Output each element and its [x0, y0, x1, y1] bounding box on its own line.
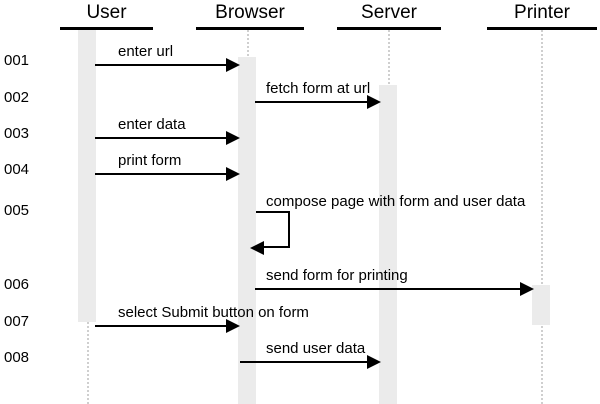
lifeline-underline-user	[60, 27, 153, 30]
selfcall-arrow-head-005	[250, 241, 264, 255]
lifeline-label-user: User	[86, 2, 127, 23]
message-arrow-shaft-008	[240, 361, 367, 363]
activation-bar-printer	[532, 285, 550, 325]
step-number-003: 003	[4, 125, 30, 142]
message-arrow-head-006	[520, 282, 534, 296]
lifeline-label-printer: Printer	[514, 2, 570, 23]
selfcall-arrow-bottom-005	[264, 246, 290, 248]
selfcall-arrow-top-005	[256, 211, 290, 213]
step-number-002: 002	[4, 89, 30, 106]
step-number-004: 004	[4, 161, 30, 178]
lifeline-underline-printer	[487, 27, 597, 30]
message-arrow-shaft-001	[95, 64, 226, 66]
lifeline-underline-server	[337, 27, 441, 30]
message-arrow-shaft-003	[95, 137, 226, 139]
message-label-002: fetch form at url	[266, 80, 371, 97]
message-arrow-head-008	[367, 355, 381, 369]
step-number-007: 007	[4, 313, 30, 330]
activation-bar-browser	[238, 57, 256, 404]
message-arrow-shaft-006	[255, 288, 520, 290]
lifeline-header-printer: Printer	[487, 2, 597, 23]
message-arrow-shaft-004	[95, 173, 226, 175]
message-arrow-head-007	[226, 319, 240, 333]
lifeline-header-server: Server	[337, 2, 441, 23]
lifeline-header-browser: Browser	[196, 2, 304, 23]
step-number-008: 008	[4, 349, 30, 366]
step-number-001: 001	[4, 52, 30, 69]
message-arrow-head-001	[226, 58, 240, 72]
activation-bar-user	[78, 30, 96, 322]
message-arrow-shaft-007	[95, 325, 226, 327]
message-label-008: send user data	[266, 340, 366, 357]
message-arrow-shaft-002	[255, 101, 367, 103]
step-number-005: 005	[4, 202, 30, 219]
message-arrow-head-002	[367, 95, 381, 109]
step-number-006: 006	[4, 276, 30, 293]
lifeline-underline-browser	[196, 27, 304, 30]
message-label-006: send form for printing	[266, 267, 408, 284]
lifeline-header-user: User	[60, 2, 153, 23]
lifeline-label-browser: Browser	[215, 2, 285, 23]
message-label-004: print form	[118, 152, 182, 169]
activation-bar-server	[379, 85, 397, 404]
lifeline-line-printer	[541, 30, 543, 404]
message-label-001: enter url	[118, 43, 174, 60]
message-label-005: compose page with form and user data	[266, 193, 526, 210]
selfcall-arrow-side-005	[288, 211, 290, 248]
message-label-007: select Submit button on form	[118, 304, 309, 321]
message-label-003: enter data	[118, 116, 186, 133]
lifeline-label-server: Server	[361, 2, 417, 23]
message-arrow-head-004	[226, 167, 240, 181]
message-arrow-head-003	[226, 131, 240, 145]
